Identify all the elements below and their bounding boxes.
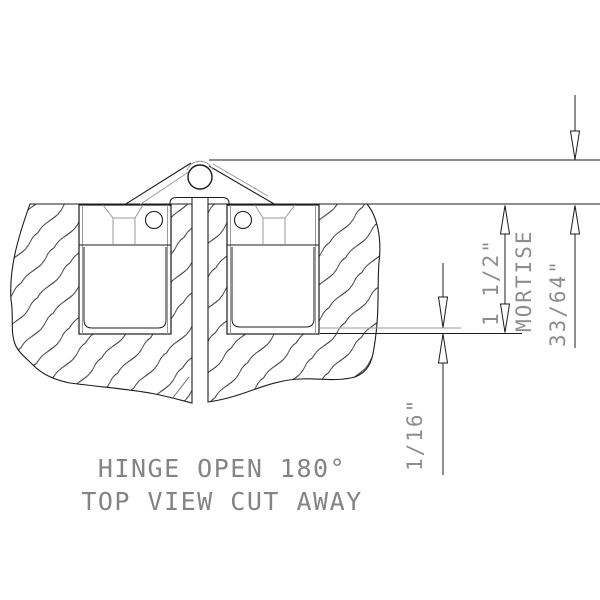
- arrowhead-up-icon: [499, 205, 511, 235]
- left-mortise: [78, 204, 172, 335]
- dim-label-mortise-width: 1 1/2": [479, 238, 503, 326]
- right-mortise-pocket: [231, 247, 315, 328]
- right-leaf-outer-line: [208, 165, 276, 205]
- arrowhead-down-icon: [499, 303, 511, 333]
- right-mortise: [226, 204, 320, 335]
- dimension-clearance: 1/16": [403, 263, 449, 475]
- hinge-knuckle: [124, 160, 276, 205]
- screw-hole-icon: [233, 210, 253, 230]
- hinge-leaf-wrap: [169, 197, 230, 206]
- grain-boundary-line: [171, 376, 190, 400]
- arrowhead-down-icon: [437, 296, 449, 328]
- arrowhead-up-icon: [569, 205, 581, 235]
- drawing-title-line1: HINGE OPEN 180°: [98, 454, 346, 483]
- right-mortise-box: [226, 204, 320, 335]
- drawing-title-line2: TOP VIEW CUT AWAY: [81, 487, 362, 516]
- countersink-screw-icon: [102, 204, 144, 244]
- right-leaf-inner-line: [212, 163, 269, 197]
- hinge-pin-icon: [187, 164, 213, 190]
- dim-label-mortise: MORTISE: [512, 229, 536, 332]
- arrowhead-up-icon: [437, 333, 449, 364]
- dimension-mortise-width: 1 1/2" MORTISE: [479, 205, 536, 333]
- dim-label-face-to-mortise: 33/64": [546, 259, 570, 347]
- left-leaf-inner-line: [139, 166, 197, 205]
- countersink-screw-icon: [254, 204, 296, 244]
- leaf-wrap-arc: [186, 160, 214, 171]
- arrowhead-down-icon: [569, 130, 581, 160]
- dim-label-clearance: 1/16": [403, 398, 427, 471]
- left-mortise-pocket: [83, 247, 167, 329]
- dimension-face-to-mortise: 33/64": [546, 95, 581, 348]
- screw-hole-icon: [144, 210, 164, 230]
- left-mortise-box: [78, 204, 172, 335]
- left-leaf-outer-line: [124, 162, 192, 205]
